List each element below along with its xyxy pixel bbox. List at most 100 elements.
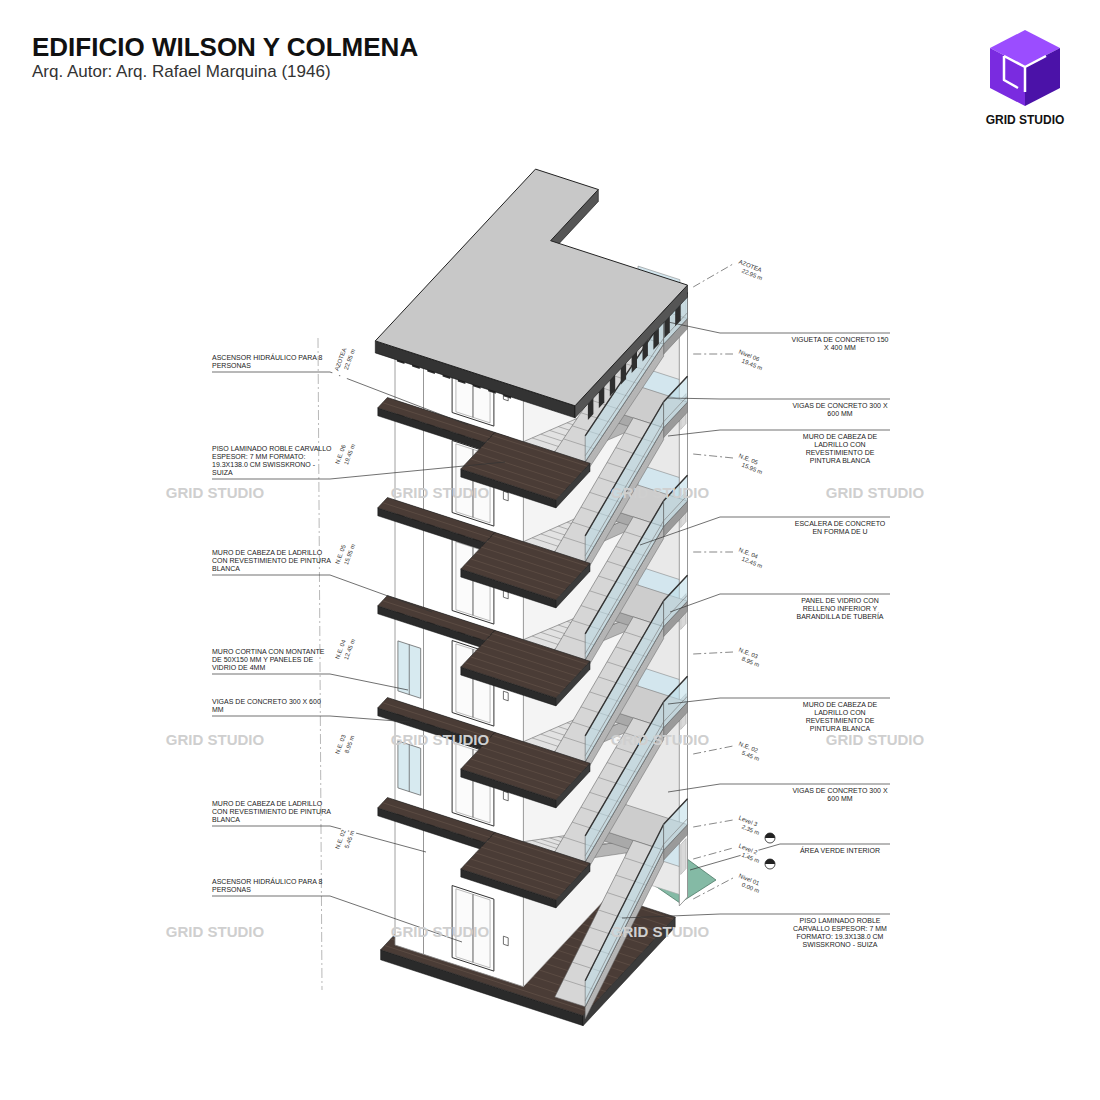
floor-plank — [383, 601, 490, 636]
railing-infill — [664, 396, 688, 422]
level-marker-fill — [765, 833, 775, 838]
floor-plank — [470, 559, 565, 590]
callout-label: MURO DE CABEZA DE LADRILLO CON REVESTIMI… — [212, 549, 332, 573]
level-line — [693, 454, 733, 458]
level-line — [693, 552, 733, 553]
roof-slab — [375, 169, 687, 406]
callout-label: MURO DE CABEZA DE LADRILLO CON REVESTIMI… — [790, 433, 890, 465]
curtain-wall — [398, 741, 421, 795]
leader-line — [690, 844, 890, 870]
call-button — [503, 791, 508, 801]
floor-plank — [492, 435, 587, 466]
wood-floor — [378, 398, 495, 443]
level-line — [693, 354, 733, 355]
railing-infill — [664, 819, 688, 845]
floor-plank — [476, 853, 571, 884]
floor-plank — [481, 747, 576, 778]
floor-plank — [487, 741, 582, 772]
floor-plank — [492, 835, 587, 866]
level-guide — [318, 338, 322, 990]
title: EDIFICIO WILSON Y COLMENA — [32, 32, 418, 62]
watermark: GRID STUDIO — [805, 484, 945, 501]
watermark: GRID STUDIO — [145, 731, 285, 748]
callout-label: ÁREA VERDE INTERIOR — [790, 847, 890, 855]
glass-railing — [664, 376, 688, 428]
floor-plank — [476, 651, 571, 682]
callout-label: VIGUETA DE CONCRETO 150 X 400 MM — [790, 336, 890, 352]
leader-line — [640, 517, 890, 545]
call-button — [503, 691, 508, 701]
callout-label: PANEL DE VIDRIO CON RELLENO INFERIOR Y B… — [790, 597, 890, 621]
glass-railing — [664, 575, 688, 627]
floor-plank — [465, 865, 560, 896]
floor-plank — [465, 765, 560, 796]
floor-plank — [476, 553, 571, 584]
callout-label: ASCENSOR HIDRÁULICO PARA 8 PERSONAS — [212, 878, 332, 894]
handrail — [664, 676, 688, 702]
leader-line — [212, 372, 468, 425]
floor-plank — [476, 453, 571, 484]
wood-floor — [378, 798, 495, 843]
floor-plank — [481, 645, 576, 676]
building-axonometric — [375, 169, 716, 1026]
watermark: GRID STUDIO — [370, 923, 510, 940]
level-line — [693, 652, 733, 654]
mullion — [409, 645, 410, 695]
floor-plank — [492, 735, 587, 766]
callout-label: ESCALERA DE CONCRETO EN FORMA DE U — [790, 520, 890, 536]
glass-railing — [664, 799, 688, 851]
leader-line — [212, 716, 410, 722]
floor-plank — [470, 759, 565, 790]
watermark: GRID STUDIO — [590, 484, 730, 501]
watermark: GRID STUDIO — [805, 731, 945, 748]
subtitle: Arq. Autor: Arq. Rafael Marquina (1946) — [32, 62, 331, 82]
watermark: GRID STUDIO — [145, 923, 285, 940]
callout-label: VIGAS DE CONCRETO 300 X 600 MM — [212, 698, 332, 714]
railing-infill — [664, 696, 688, 722]
floor-plank — [465, 663, 560, 694]
callout-label: MURO DE CABEZA DE LADRILLO CON REVESTIMI… — [212, 800, 332, 824]
floor-plank — [383, 503, 490, 538]
watermark: GRID STUDIO — [590, 731, 730, 748]
leader-line — [668, 322, 890, 333]
level-marker — [765, 833, 775, 843]
mullion — [409, 745, 410, 792]
floor-plank — [487, 541, 582, 572]
floor-plank — [481, 547, 576, 578]
level-line — [693, 848, 733, 859]
floor-plank — [470, 859, 565, 890]
level-line — [693, 878, 733, 899]
leader-line — [212, 575, 432, 612]
floor-plank — [487, 841, 582, 872]
floor-plank — [383, 403, 490, 438]
floor-plank — [487, 441, 582, 472]
leader-line — [212, 674, 408, 690]
railing-infill — [585, 844, 663, 1001]
logo-icon — [990, 30, 1060, 106]
handrail — [664, 575, 688, 601]
leader-line — [212, 826, 426, 852]
call-button — [503, 491, 508, 501]
callout-label: MURO DE CABEZA DE LADRILLO CON REVESTIMI… — [790, 701, 890, 733]
callout-label: MURO CORTINA CON MONTANTE DE 50X150 MM Y… — [212, 648, 332, 672]
column-window — [681, 839, 686, 875]
floor-plank — [481, 847, 576, 878]
floor-plank — [383, 803, 490, 838]
call-button — [503, 936, 508, 946]
handrail — [664, 799, 688, 825]
callout-label: VIGAS DE CONCRETO 300 X 600 MM — [790, 402, 890, 418]
logo-cut — [1004, 56, 1046, 92]
floor-plank — [492, 535, 587, 566]
watermark: GRID STUDIO — [590, 923, 730, 940]
railing-infill — [664, 595, 688, 621]
wood-floor — [461, 832, 590, 900]
level-line — [693, 820, 733, 827]
callout-label: PISO LAMINADO ROBLE CARVALLO ESPESOR: 7 … — [790, 917, 890, 949]
watermark: GRID STUDIO — [370, 484, 510, 501]
watermark: GRID STUDIO — [370, 731, 510, 748]
watermark: GRID STUDIO — [145, 484, 285, 501]
floor-plank — [487, 639, 582, 670]
